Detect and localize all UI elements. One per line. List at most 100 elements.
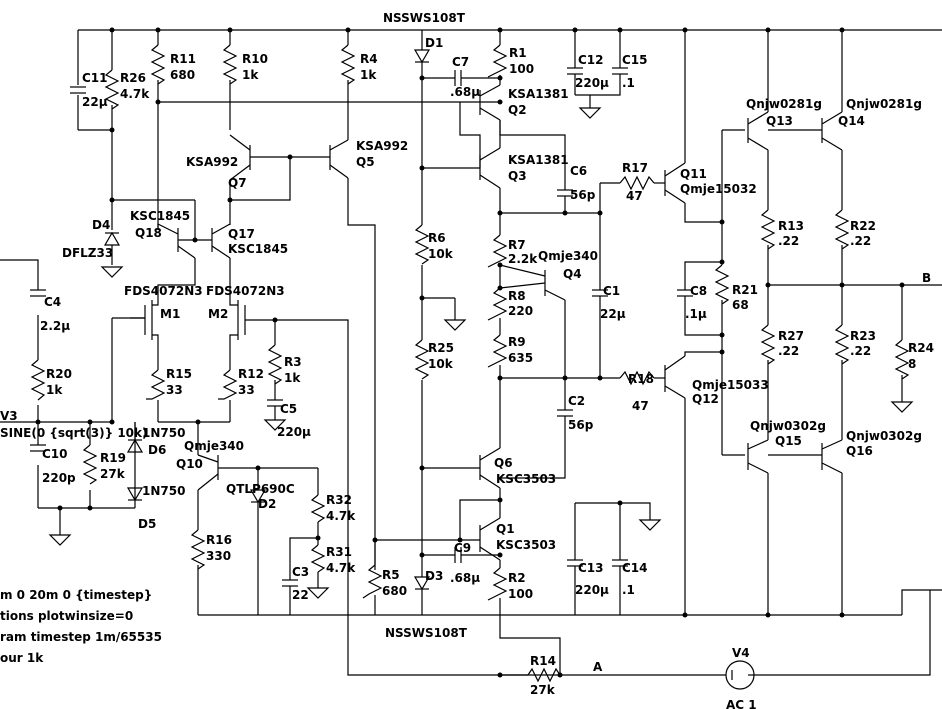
c10-capacitor [30, 444, 46, 452]
c9-value: .68µ [450, 571, 480, 585]
r26-label: R26 [120, 71, 146, 85]
junction-dot [617, 500, 623, 506]
r4-resistor [340, 44, 356, 85]
c14-label: C14 [622, 561, 648, 575]
junction-dot [372, 537, 378, 543]
d3-led [413, 565, 431, 615]
r6-value: 10k [428, 247, 454, 261]
r6-resistor [414, 224, 430, 265]
junction-dot [497, 262, 503, 268]
q18-transistor [157, 223, 212, 259]
q5-transistor [329, 139, 376, 570]
c2-value: 56p [568, 418, 594, 432]
q1-type: KSC3503 [496, 538, 556, 552]
c6-value: 56p [570, 188, 596, 202]
q3-transistor [479, 120, 501, 235]
junction-dot [719, 332, 725, 338]
r31-resistor [306, 544, 330, 599]
junction-dot [719, 259, 725, 265]
r24-label: R24 [908, 341, 934, 355]
c12-value: 220µ [575, 76, 609, 90]
c4-value: 2.2µ [40, 319, 70, 333]
q6-label: Q6 [494, 456, 513, 470]
d2-type: QTLP690C [226, 482, 295, 496]
r17-resistor [599, 175, 665, 213]
c11-label: C11 [82, 71, 108, 85]
d1-label: D1 [425, 36, 443, 50]
junction-dot [227, 27, 233, 33]
r21-value: 68 [732, 298, 749, 312]
q2-type: KSA1381 [508, 87, 569, 101]
r23-label: R23 [850, 329, 876, 343]
r9-label: R9 [508, 335, 526, 349]
q3-label: Q3 [508, 169, 527, 183]
junction-dot [155, 99, 161, 105]
r10-value: 1k [242, 68, 259, 82]
c7-capacitor [422, 70, 500, 86]
junction-dot [682, 27, 688, 33]
q2-label: Q2 [508, 103, 527, 117]
q14-label: Q14 [838, 114, 865, 128]
junction-dot [419, 465, 425, 471]
r8-value: 220 [508, 304, 533, 318]
q4-type: Qmje340 [538, 249, 598, 263]
r2-label: R2 [508, 571, 526, 585]
r15-value: 33 [166, 383, 183, 397]
junction-dot [457, 537, 463, 543]
r17-value: 47 [626, 189, 643, 203]
junction-dot [497, 75, 503, 81]
r31-value: 4.7k [326, 561, 356, 575]
c9-capacitor [422, 547, 500, 563]
q18-label: Q18 [135, 226, 162, 240]
q1-transistor [479, 510, 501, 568]
r10-label: R10 [242, 52, 268, 66]
net-label-top: NSSWS108T [383, 11, 466, 25]
q18-type: KSC1845 [130, 209, 190, 223]
junction-dot [195, 419, 201, 425]
q17-transistor [194, 200, 231, 259]
junction-dot [572, 27, 578, 33]
r1-value: 100 [509, 62, 534, 76]
r8-label: R8 [508, 289, 526, 303]
d6-zener-diode [126, 422, 144, 453]
junction-dot [109, 419, 115, 425]
c11-capacitor [70, 86, 86, 94]
directive-line: m 0 20m 0 {timestep} [0, 588, 152, 602]
r20-value: 1k [46, 383, 63, 397]
junction-dot [87, 505, 93, 511]
c4-capacitor [30, 289, 46, 297]
c7-value: .68µ [450, 85, 480, 99]
r7-value: 2.2k [508, 252, 538, 266]
junction-dot [109, 197, 115, 203]
r32-label: R32 [326, 493, 352, 507]
r3-value: 1k [284, 371, 301, 385]
q15-label: Q15 [775, 434, 802, 448]
q7-label: Q7 [228, 176, 247, 190]
q11-label: Q11 [680, 167, 707, 181]
r11-label: R11 [170, 52, 196, 66]
r9-value: 635 [508, 351, 533, 365]
r22-resistor [834, 209, 850, 325]
q14-type: Qnjw0281g [846, 97, 922, 111]
v4-value: AC 1 [726, 698, 757, 709]
junction-dot [155, 27, 161, 33]
junction-dot [765, 612, 771, 618]
junction-dot [497, 285, 503, 291]
q15-type: Qnjw0302g [750, 419, 826, 433]
r23-resistor [834, 324, 850, 440]
q6-type: KSC3503 [496, 472, 556, 486]
m2-label: M2 [208, 307, 228, 321]
c6-capacitor [557, 189, 573, 213]
q3-type: KSA1381 [508, 153, 569, 167]
d5-label: D5 [138, 517, 156, 531]
junction-dot [497, 552, 503, 558]
r25-value: 10k [428, 357, 454, 371]
junction-dot [315, 535, 321, 541]
v4-label: V4 [732, 646, 750, 660]
junction-dot [557, 672, 563, 678]
q12-type: Qmje15033 [692, 378, 769, 392]
c15-label: C15 [622, 53, 648, 67]
r16-label: R16 [206, 533, 232, 547]
q17-label: Q17 [228, 227, 255, 241]
node-label-b: B [922, 271, 931, 285]
